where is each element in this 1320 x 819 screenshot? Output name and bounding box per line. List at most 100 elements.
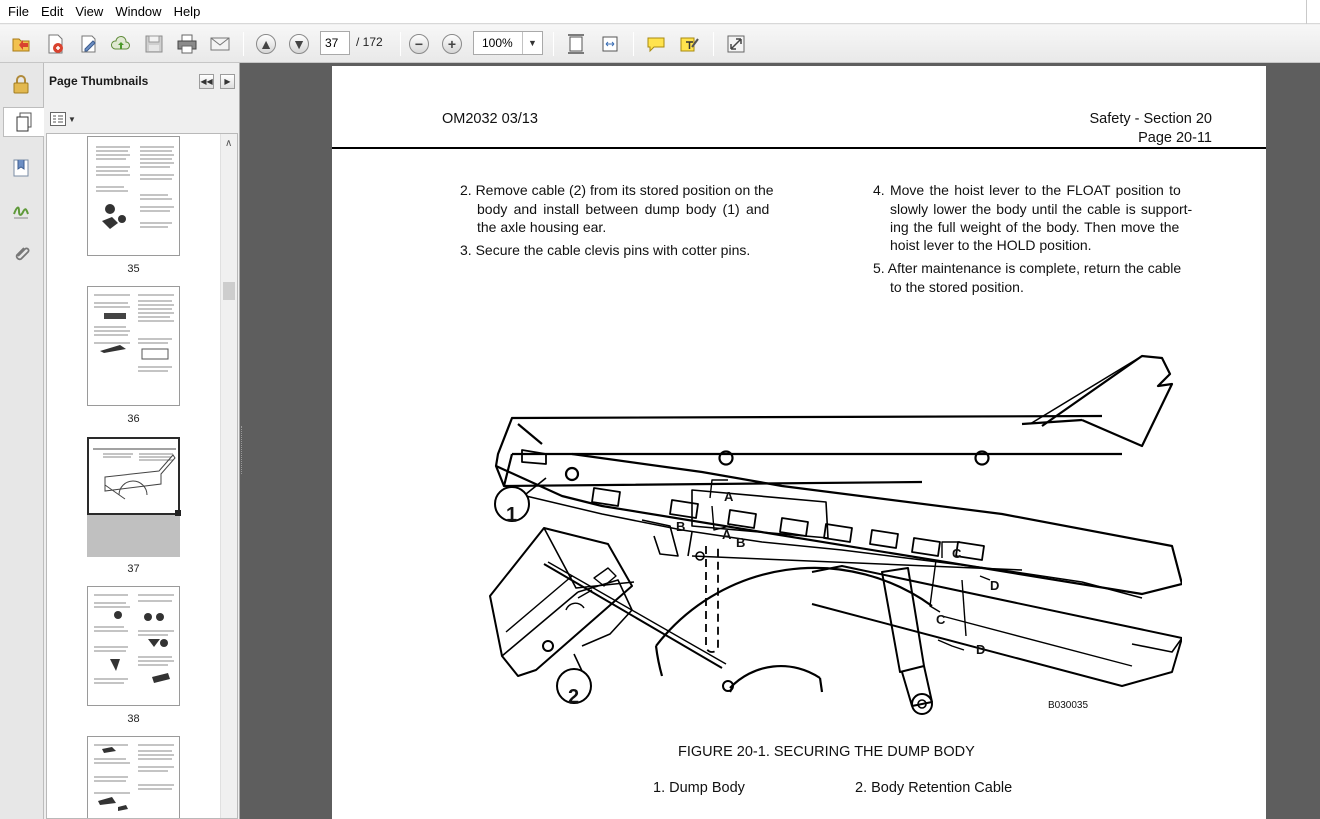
open-button[interactable]	[8, 31, 34, 57]
legend-item-1: 1. Dump Body	[653, 780, 745, 796]
label-d-lower: D	[976, 642, 986, 657]
zoom-out-button[interactable]: −	[406, 31, 432, 57]
scroll-up-icon[interactable]: ∧	[225, 138, 233, 149]
thumbnail-page-35[interactable]	[87, 136, 180, 256]
bookmarks-button[interactable]	[6, 153, 36, 183]
toolbar: ▲ ▼ − +	[0, 25, 1320, 63]
options-icon	[50, 112, 66, 126]
print-button[interactable]	[174, 31, 200, 57]
highlight-icon	[680, 37, 699, 52]
scrollbar-thumb[interactable]	[223, 282, 235, 300]
dump-body-figure	[489, 354, 1182, 715]
menu-edit[interactable]: Edit	[40, 3, 64, 19]
toolbar-separator	[633, 32, 634, 56]
panel-next-icon[interactable]: ▶	[220, 74, 235, 89]
lock-icon	[13, 75, 29, 94]
toolbar-separator	[400, 32, 401, 56]
toolbar-separator	[713, 32, 714, 56]
zoom-in-button[interactable]: +	[439, 31, 465, 57]
thumbnail-page-39[interactable]	[87, 736, 180, 818]
step-4-line-4: hoist lever to the HOLD position.	[890, 237, 1092, 253]
step-4-line-1: 4. Move the hoist lever to the FLOAT pos…	[873, 182, 1181, 198]
chevron-down-icon: ▼	[68, 114, 76, 124]
lock-button[interactable]	[6, 69, 36, 99]
fit-width-button[interactable]	[597, 31, 623, 57]
print-icon	[177, 34, 197, 54]
label-c-upper: C	[952, 546, 962, 561]
open-icon	[12, 38, 30, 52]
step-2-line-2: body and install between dump body (1) a…	[477, 201, 770, 217]
comment-button[interactable]	[643, 31, 669, 57]
step-3: 3. Secure the cable clevis pins with cot…	[460, 242, 751, 258]
document-page: OM2032 03/13 Safety - Section 20 Page 20…	[332, 66, 1266, 819]
thumbnail-preview	[94, 294, 174, 372]
thumbnails-header: Page Thumbnails ◀◀ ▶	[44, 63, 240, 101]
label-a-upper: A	[724, 489, 734, 504]
thumbnail-scrollbar[interactable]: ∧	[220, 134, 237, 818]
thumbnail-label: 36	[127, 413, 140, 425]
thumbnail-label: 35	[127, 263, 140, 275]
thumbnail-label: 37	[127, 563, 140, 575]
create-pdf-button[interactable]	[42, 31, 68, 57]
figure-code: B030035	[1048, 700, 1089, 711]
step-5-line-2: to the stored position.	[890, 279, 1024, 295]
email-icon	[210, 37, 230, 51]
thumbnail-preview	[96, 146, 174, 229]
prev-page-button[interactable]: ▲	[253, 31, 279, 57]
collapse-panel-icon[interactable]: ◀◀	[199, 74, 214, 89]
thumbnail-preview	[93, 448, 176, 500]
next-page-button[interactable]: ▼	[286, 31, 312, 57]
menu-corner	[1306, 0, 1320, 24]
thumbnail-page-37[interactable]	[87, 437, 180, 515]
step-2-line-1: 2. Remove cable (2) from its stored posi…	[460, 182, 774, 198]
label-b-left: B	[676, 519, 686, 534]
thumbnail-label: 38	[127, 713, 140, 725]
prev-page-icon: ▲	[256, 34, 276, 54]
highlight-button[interactable]	[676, 31, 702, 57]
fullscreen-icon	[727, 35, 745, 53]
zoom-select[interactable]: 100% ▼	[473, 31, 543, 55]
toolbar-separator	[553, 32, 554, 56]
menu-view[interactable]: View	[75, 3, 104, 19]
label-a-lower: A	[722, 527, 732, 542]
attachment-icon	[15, 247, 30, 261]
attachments-button[interactable]	[6, 239, 36, 269]
step-4-line-2: slowly lower the body until the cable is…	[890, 201, 1193, 217]
panel-splitter[interactable]	[241, 426, 244, 474]
thumbnail-options-button[interactable]: ▼	[50, 110, 76, 128]
header-rule	[332, 147, 1266, 149]
next-page-icon: ▼	[289, 34, 309, 54]
toolbar-separator	[243, 32, 244, 56]
comment-icon	[647, 37, 665, 53]
save-button[interactable]	[141, 31, 167, 57]
fullscreen-button[interactable]	[723, 31, 749, 57]
thumbnail-resize-handle[interactable]	[175, 510, 181, 516]
menu-file[interactable]: File	[8, 3, 29, 19]
panel-title: Page Thumbnails	[49, 74, 149, 88]
chevron-down-icon[interactable]: ▼	[522, 32, 542, 54]
upload-button[interactable]	[108, 31, 134, 57]
pages-panel-button[interactable]	[3, 107, 44, 137]
thumbnail-viewport-shade	[87, 515, 180, 557]
edit-button[interactable]	[76, 31, 102, 57]
step-5-line-1: 5. After maintenance is complete, return…	[873, 260, 1182, 276]
menu-help[interactable]: Help	[173, 3, 201, 19]
legend-item-2: 2. Body Retention Cable	[855, 780, 1013, 796]
signatures-button[interactable]	[6, 196, 36, 226]
menu-window[interactable]: Window	[115, 3, 162, 19]
label-d-upper: D	[990, 578, 1000, 593]
menu-bar: File Edit View Window Help	[0, 0, 1320, 24]
thumbnail-page-38[interactable]	[87, 586, 180, 706]
zoom-out-icon: −	[409, 34, 429, 54]
figure-caption: FIGURE 20-1. SECURING THE DUMP BODY	[678, 744, 975, 760]
fit-page-button[interactable]	[563, 31, 589, 57]
label-c-lower: C	[936, 612, 946, 627]
email-button[interactable]	[207, 31, 233, 57]
thumbnail-preview	[94, 594, 174, 684]
page-number-input[interactable]	[320, 31, 350, 55]
thumbnails-panel: Page Thumbnails ◀◀ ▶ ▼ 35	[44, 63, 240, 819]
thumbnail-page-36[interactable]	[87, 286, 180, 406]
thumbnail-list[interactable]: 35 36	[46, 133, 238, 819]
step-4-line-3: ing the full weight of the body. Then mo…	[890, 219, 1180, 235]
